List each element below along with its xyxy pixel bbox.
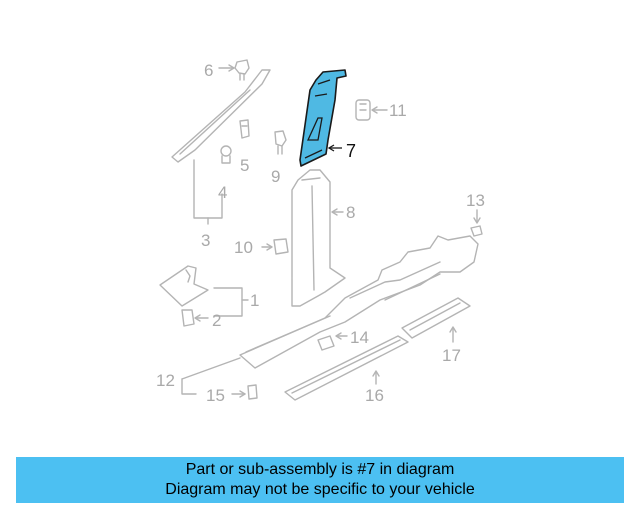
part-10-clip[interactable] [273, 238, 289, 255]
callout-4: 4 [218, 183, 227, 202]
callout-1: 1 [250, 291, 259, 310]
callout-17: 17 [442, 346, 461, 365]
part-4-clip[interactable] [220, 145, 232, 164]
part-17-strip[interactable] [401, 297, 471, 339]
callout-3: 3 [201, 231, 210, 250]
part-9-clip[interactable] [274, 130, 287, 155]
part-6-clip[interactable] [234, 59, 250, 81]
part-13-clip[interactable] [470, 225, 483, 237]
part-11-clip[interactable] [355, 99, 371, 121]
callout-15: 15 [206, 386, 225, 405]
callout-16: 16 [365, 386, 384, 405]
callout-5: 5 [240, 156, 249, 175]
banner-line-1: Part or sub-assembly is #7 in diagram [185, 461, 455, 478]
part-8-lower-pillar-trim[interactable] [291, 169, 346, 307]
info-banner: Part or sub-assembly is #7 in diagram Di… [16, 457, 624, 503]
parts-diagram: 6 5 4 3 9 11 7 8 10 13 1 2 14 17 12 15 1… [156, 59, 485, 405]
part-12-sill-trim[interactable] [239, 235, 479, 369]
part-16-strip[interactable] [284, 335, 409, 401]
callout-14: 14 [350, 328, 369, 347]
part-2-clip[interactable] [181, 309, 195, 327]
part-15-clip[interactable] [247, 384, 258, 400]
callout-2: 2 [212, 311, 221, 330]
part-1-bracket[interactable] [159, 265, 209, 307]
callout-12: 12 [156, 371, 175, 390]
callout-8: 8 [346, 203, 355, 222]
banner-line-2: Diagram may not be specific to your vehi… [165, 481, 475, 498]
callout-13: 13 [466, 191, 485, 210]
callout-10: 10 [234, 238, 253, 257]
part-14-clip[interactable] [317, 335, 335, 351]
part-7-upper-pillar-trim[interactable] [299, 69, 347, 167]
callout-9: 9 [271, 167, 280, 186]
callout-11: 11 [389, 101, 407, 120]
part-3-a-pillar-trim[interactable] [171, 69, 271, 163]
callout-7: 7 [346, 141, 356, 161]
part-5-clip[interactable] [239, 119, 250, 139]
callout-6: 6 [204, 61, 213, 80]
